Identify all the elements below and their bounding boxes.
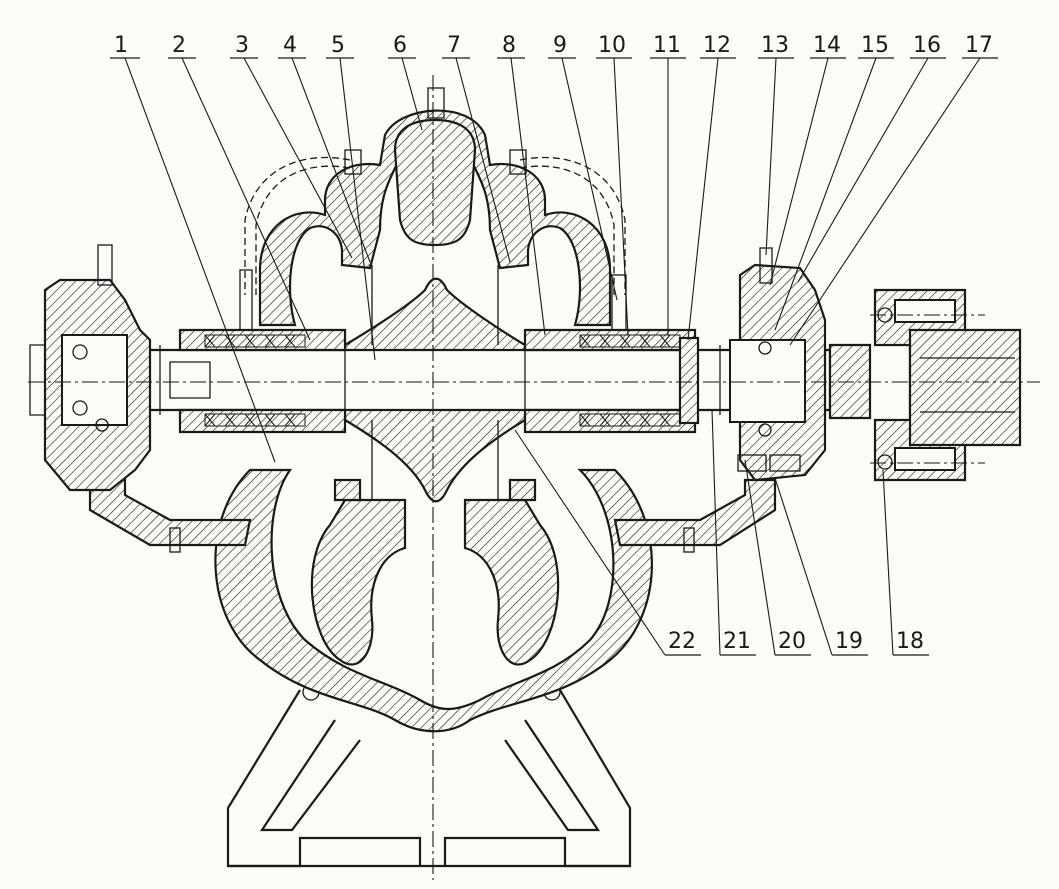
- callout-13: 13: [758, 33, 794, 256]
- part-number-label: 3: [235, 33, 249, 58]
- coupling: [828, 288, 1022, 482]
- double-suction-impeller: [333, 265, 537, 503]
- oil-cup: [97, 244, 113, 286]
- callout-4: 4: [278, 33, 371, 263]
- part-number-label: 9: [553, 33, 567, 58]
- part-number-label: 17: [965, 33, 993, 58]
- callout-10: 10: [596, 33, 632, 336]
- callout-21: 21: [711, 409, 756, 656]
- gland-stud: [239, 269, 253, 331]
- callout-14: 14: [769, 33, 846, 286]
- callout-3: 3: [230, 33, 353, 259]
- callout-18: 18: [882, 469, 929, 656]
- part-number-label: 19: [835, 629, 863, 654]
- part-number-label: 10: [598, 33, 626, 58]
- callout-2: 2: [168, 33, 311, 341]
- callout-5: 5: [326, 33, 376, 361]
- part-number-label: 15: [861, 33, 889, 58]
- callout-9: 9: [548, 33, 618, 301]
- sleeve-nut: [678, 336, 700, 425]
- bearing-bolt: [737, 454, 767, 472]
- bearing-ball: [72, 400, 88, 416]
- bearing-ball: [758, 423, 772, 437]
- part-number-label: 21: [723, 629, 751, 654]
- callout-17: 17: [789, 33, 998, 346]
- callout-11: 11: [650, 33, 686, 335]
- bearing-ball: [758, 341, 772, 355]
- part-number-label: 22: [668, 629, 696, 654]
- callout-19: 19: [774, 477, 868, 656]
- part-number-label: 11: [653, 33, 681, 58]
- part-number-label: 8: [502, 33, 516, 58]
- part-number-label: 7: [447, 33, 461, 58]
- callout-22: 22: [514, 429, 701, 656]
- casing-stud: [509, 149, 527, 175]
- part-number-label: 18: [896, 629, 924, 654]
- part-number-label: 5: [331, 33, 345, 58]
- stuffing-box-right: [523, 274, 700, 434]
- casing-bolt: [169, 527, 181, 553]
- bearing-housing-right: [729, 247, 827, 482]
- part-number-label: 6: [393, 33, 407, 58]
- part-number-label: 1: [114, 33, 128, 58]
- pump-pedestal: [226, 683, 632, 868]
- bearing-housing-left: [29, 244, 152, 492]
- part-number-label: 13: [761, 33, 789, 58]
- callout-12: 12: [687, 33, 736, 341]
- callout-20: 20: [744, 459, 811, 656]
- part-number-label: 4: [283, 33, 297, 58]
- stuffing-box-left: [178, 269, 347, 434]
- part-number-label: 14: [813, 33, 841, 58]
- casing-bolt: [683, 527, 695, 553]
- callout-6: 6: [388, 33, 423, 131]
- pump-shaft: [58, 345, 832, 415]
- part-number-label: 16: [913, 33, 941, 58]
- part-number-label: 20: [778, 629, 806, 654]
- part-number-label: 12: [703, 33, 731, 58]
- callout-8: 8: [497, 33, 546, 336]
- callout-1: 1: [110, 33, 276, 463]
- lower-volute-casing: [88, 468, 777, 733]
- callout-7: 7: [442, 33, 511, 263]
- callout-15: 15: [774, 33, 894, 331]
- part-number-label: 2: [172, 33, 186, 58]
- bearing-ball: [95, 418, 109, 432]
- bearing-ball: [72, 344, 88, 360]
- coupling-pin: [877, 454, 893, 470]
- callout-16: 16: [797, 33, 946, 283]
- bearing-bolt: [769, 454, 801, 472]
- vent-plug: [427, 87, 445, 119]
